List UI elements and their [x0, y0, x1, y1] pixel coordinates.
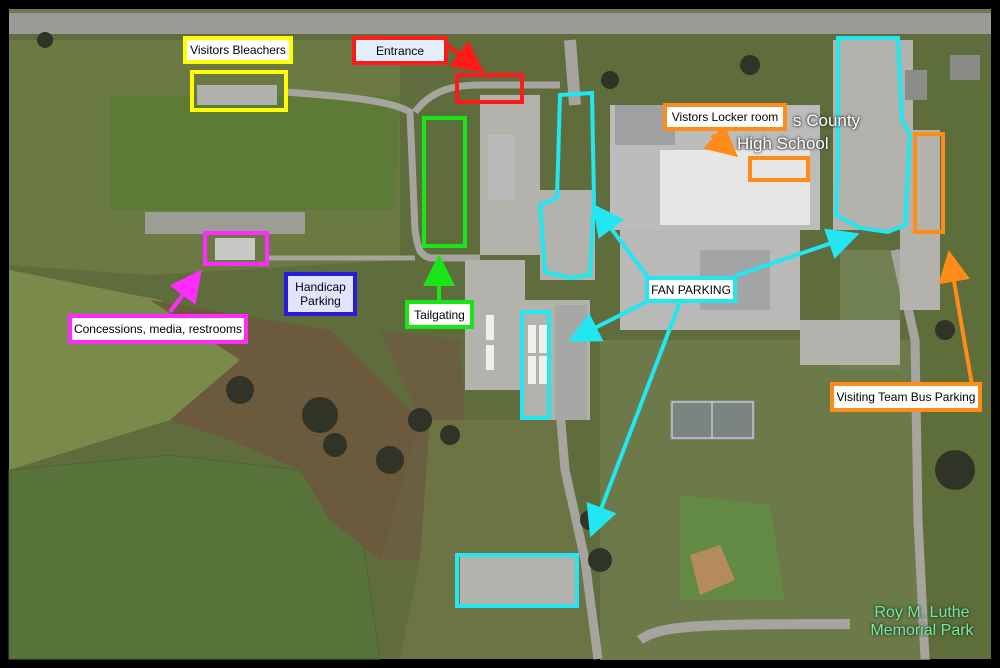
school-name-line2: High School: [737, 134, 829, 153]
trees: [37, 32, 977, 572]
school-name-line1: s County: [793, 111, 861, 130]
sport-court: [670, 400, 755, 440]
visitors-bleachers-label: Visitors Bleachers: [183, 36, 293, 64]
fan-parking-area-south: [455, 553, 579, 608]
buses: [486, 315, 547, 384]
fan-parking-area-east: [833, 36, 913, 235]
fan-parking-area-buses: [520, 310, 551, 420]
entrance-label: Entrance: [352, 36, 448, 65]
tailgating-label: Tailgating: [405, 300, 474, 329]
fan-parking-area-north: [537, 90, 597, 281]
bus-parking-marker: [913, 132, 974, 386]
locker-room-marker: [703, 124, 810, 182]
tailgating-marker: [422, 116, 467, 300]
concessions-label: Concessions, media, restrooms: [68, 314, 248, 344]
fan-parking-label: FAN PARKING: [645, 276, 737, 303]
baseball-field: [680, 495, 785, 600]
park-name: Roy M. Luthe Memorial Park: [858, 604, 986, 640]
handicap-parking-label: Handicap Parking: [284, 272, 357, 316]
fan-parking-markers: [455, 36, 913, 608]
locker-room-label: Vistors Locker room: [663, 103, 787, 131]
bus-parking-label: Visiting Team Bus Parking: [830, 382, 982, 412]
park-name-line1: Roy M. Luthe: [874, 604, 970, 621]
visitors-bleachers-marker: [190, 70, 288, 112]
park-name-line2: Memorial Park: [870, 622, 974, 639]
concessions-marker: [168, 231, 269, 314]
entrance-marker: [445, 40, 524, 104]
